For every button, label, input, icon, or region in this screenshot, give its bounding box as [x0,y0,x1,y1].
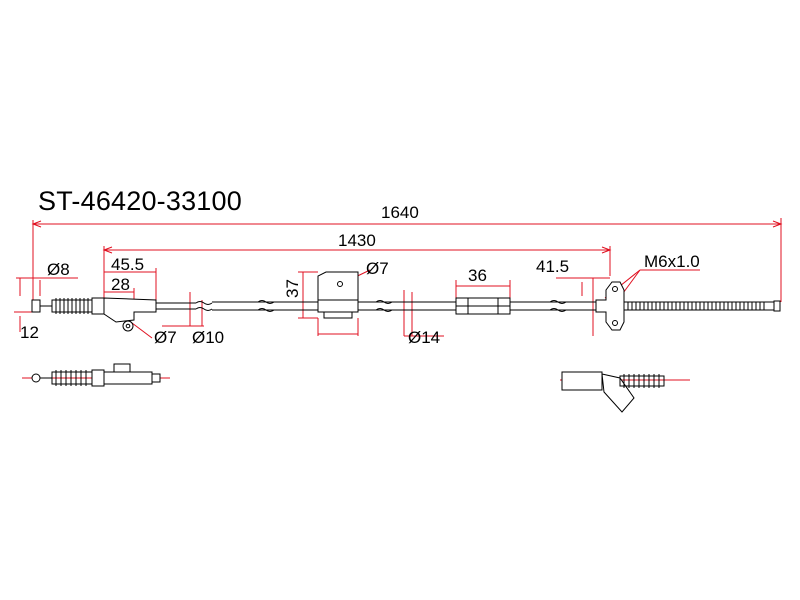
label-left-hole-diameter: Ø7 [154,328,177,347]
right-end-detail-view [560,371,690,413]
label-thread-size: M6x1.0 [644,252,700,271]
left-spring [51,298,93,314]
left-ball-end [31,299,41,313]
threaded-rod [623,300,781,312]
label-fitting-offset: 28 [111,275,130,294]
part-number-title: ST-46420-33100 [38,186,242,216]
cable-assembly [31,271,781,332]
label-left-end-height: 12 [20,323,39,342]
dimension-labels: 1640 1430 Ø8 12 45.5 28 Ø7 Ø10 37 Ø7 Ø14… [20,203,700,347]
left-fitting [91,297,157,332]
label-right-fitting-length: 41.5 [536,257,569,276]
cable-sleeve [455,297,511,315]
label-left-end-diameter: Ø8 [47,260,70,279]
label-cable-diameter: Ø10 [192,328,224,347]
label-overall-length: 1640 [381,203,419,222]
left-end-detail-view [22,363,170,387]
right-flange [595,281,625,331]
label-fitting-length: 45.5 [111,255,144,274]
label-bracket-hole-diameter: Ø7 [366,259,389,278]
mounting-bracket [317,271,359,319]
label-sleeve-length: 36 [468,266,487,285]
label-sleeve-diameter: Ø14 [408,328,440,347]
cable-sheath [156,300,596,312]
label-bracket-height: 37 [283,279,302,298]
label-inner-length: 1430 [338,231,376,250]
